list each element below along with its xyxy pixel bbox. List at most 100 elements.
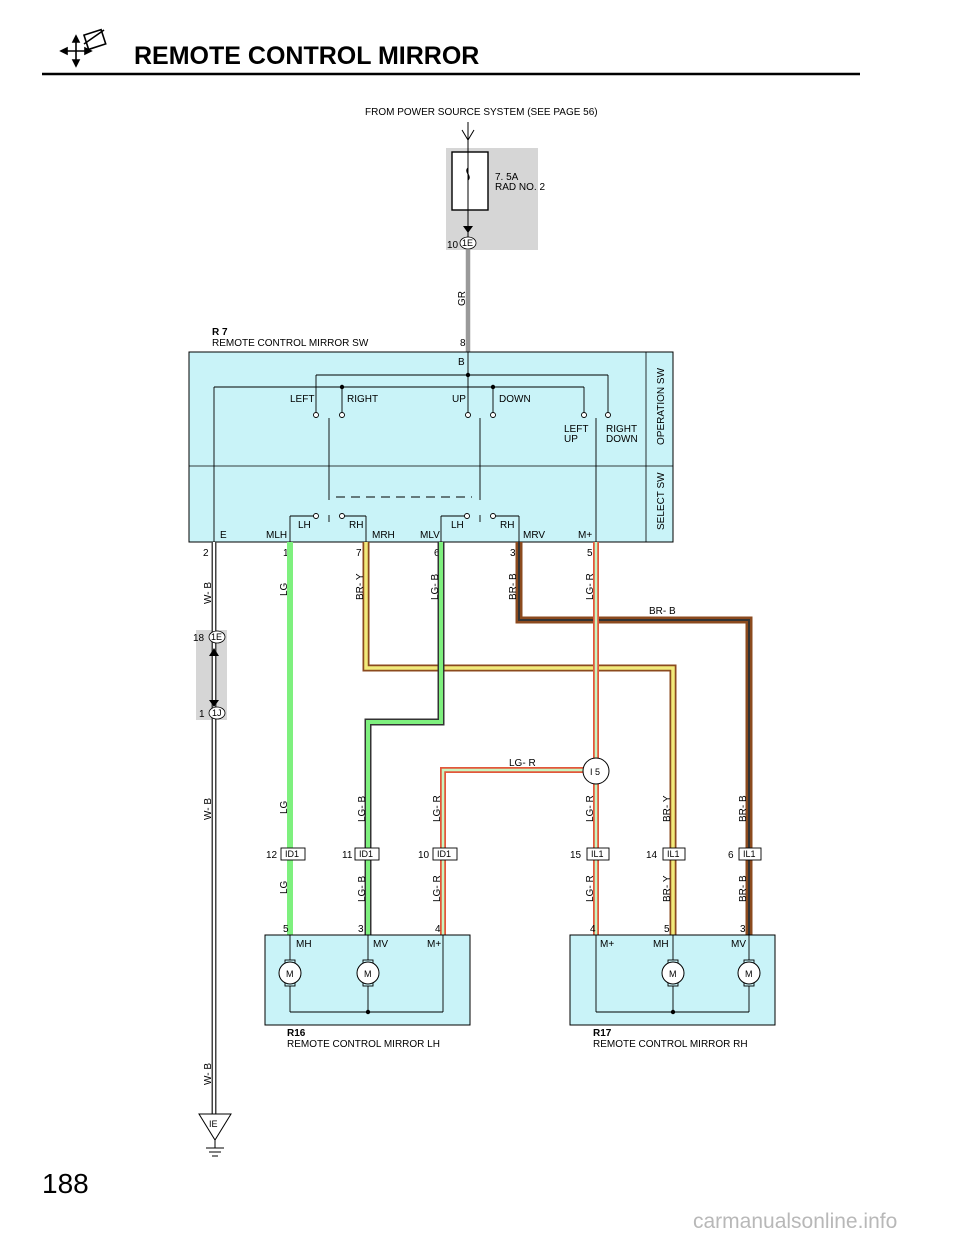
wire-brb [515,542,753,935]
select-sw-label: SELECT SW [656,472,667,530]
terminal-mlh: MLH [266,530,287,541]
svg-text:ID1: ID1 [437,849,451,859]
fuse-name: RAD NO. 2 [495,182,545,193]
pin-mplus: 5 [587,548,593,559]
lh-term-mplus: M+ [427,939,441,950]
brb-label-2: BR- B [738,795,749,822]
lgr-run-label: LG- R [509,758,536,769]
svg-text:IL1: IL1 [667,849,680,859]
inline-connector-12: ID1 12 [266,847,306,861]
wire-lgr [440,542,599,935]
op-label-left-up-1: LEFT [564,424,588,435]
fuse-connector [459,236,477,250]
op-label-left-up-2: UP [564,434,578,445]
sel-label-rh-2: RH [500,520,514,531]
wb-label-1: W- B [203,582,214,604]
inline-connector-10: ID1 10 [418,847,458,861]
inline-connector-15: IL1 15 [570,847,610,861]
svg-text:15: 15 [570,850,582,861]
fuse-pin: 10 [447,240,459,251]
lgr-label-5: LG- R [585,875,596,902]
pin-mlh: 1 [283,548,289,559]
svg-text:11: 11 [342,850,353,861]
svg-text:14: 14 [646,850,658,861]
inline-connector-14: IL1 14 [646,847,686,861]
op-label-down: DOWN [499,394,531,405]
op-label-left: LEFT [290,394,314,405]
svg-text:ID1: ID1 [285,849,299,859]
terminal-mlv: MLV [420,530,440,541]
ground-point [198,1113,232,1141]
rh-term-mplus: M+ [600,939,614,950]
connector-up-arrow-icon [209,648,219,656]
inline-connector-11: ID1 11 [342,847,380,861]
lgb-label-3: LG- B [357,876,368,902]
lgr-label-1: LG- R [585,573,596,600]
op-label-right-down-2: DOWN [606,434,638,445]
brb-label-1: BR- B [508,573,519,600]
lgb-label-2: LG- B [357,796,368,822]
switch-junction-dots [339,372,496,390]
lg-label-3: LG [279,880,290,894]
lg-label-1: LG [279,582,290,596]
inline-connector-6: IL1 6 [728,847,762,861]
motor-label: M [745,969,753,979]
lgr-label-4: LG- R [432,875,443,902]
connector-1j [208,706,226,720]
lgr-label-2: LG- R [432,795,443,822]
motor-label: M [364,969,372,979]
switch-code: R 7 [212,327,228,338]
switch-contacts [313,412,611,519]
power-source-label: FROM POWER SOURCE SYSTEM (SEE PAGE 56) [365,107,598,118]
svg-text:6: 6 [728,850,734,861]
sel-label-rh-1: RH [349,520,363,531]
svg-text:10: 10 [418,850,430,861]
gr-wire-label: GR [457,291,468,306]
sel-label-lh-1: LH [298,520,311,531]
motor-icon [278,961,302,985]
page-title: REMOTE CONTROL MIRROR [134,42,479,70]
rh-pin-mplus: 4 [590,924,596,935]
operation-sw-label: OPERATION SW [656,367,667,445]
bry-label-2: BR- Y [662,795,673,822]
connector-down-arrow-icon [209,700,219,707]
lh-pin-mv: 3 [358,924,364,935]
sel-label-lh-2: LH [451,520,464,531]
pin-mrh: 7 [356,548,362,559]
terminal-mrh: MRH [372,530,395,541]
junction-i5 [582,757,610,785]
mirror-lh-name: REMOTE CONTROL MIRROR LH [287,1039,440,1050]
watermark: carmanualsonline.info [693,1210,897,1233]
connector-arrow-icon [463,226,473,233]
lh-pin-mplus: 4 [435,924,441,935]
pin-mlv: 6 [434,548,440,559]
ground-label: IE [209,1119,218,1129]
wb-label-2: W- B [203,798,214,820]
fuse-connector-label: 1E [462,238,473,248]
switch-top-pin: 8 [460,338,466,349]
rh-pin-mv: 3 [740,924,746,935]
connector-1e-pin: 18 [193,633,205,644]
bry-label-3: BR- Y [662,875,673,902]
mirror-icon [59,28,107,68]
op-label-right-down-1: RIGHT [606,424,637,435]
lh-term-mh: MH [296,939,312,950]
rh-term-mv: MV [731,939,746,950]
power-arrow-icon [461,129,475,141]
svg-text:12: 12 [266,850,278,861]
switch-box [188,351,674,543]
brb-label-3: BR- B [738,875,749,902]
mirror-rh-name: REMOTE CONTROL MIRROR RH [593,1039,748,1050]
fuse-box [451,151,489,211]
wire-lgb [364,542,445,935]
connector-1e-label: 1E [211,632,222,642]
connector-1e [208,630,226,644]
page-number: 188 [42,1168,89,1199]
rh-term-mh: MH [653,939,669,950]
motor-label: M [286,969,294,979]
lgb-label-1: LG- B [430,574,441,600]
mirror-rh-code: R17 [593,1028,612,1039]
svg-text:ID1: ID1 [359,849,373,859]
connector-1j-label: 1J [212,708,222,718]
